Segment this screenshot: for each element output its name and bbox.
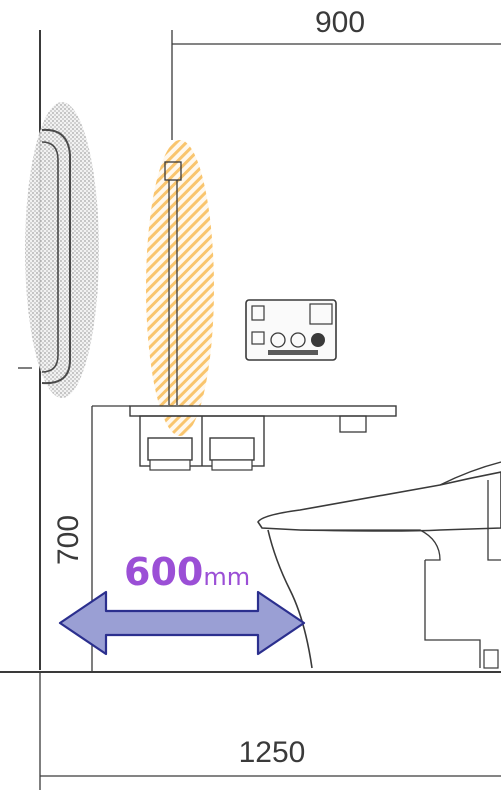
clearance-callout: 600mm (58, 550, 306, 656)
counter-fixture (339, 415, 367, 433)
toilet-bowl-body (300, 529, 441, 561)
bottom-dimension: 1250 (40, 736, 501, 777)
bottom-dimension-label: 1250 (239, 736, 306, 769)
toilet-icon (257, 461, 501, 669)
remote-control-icon (245, 299, 337, 361)
callout-label: 600mm (124, 550, 250, 594)
grab-bar-highlight (25, 102, 99, 398)
grab-bar-outline (41, 128, 71, 385)
top-dimension: 900 (171, 6, 501, 140)
callout-value: 600 (124, 550, 203, 594)
remote-button-1 (270, 332, 286, 348)
grab-bar-inner (41, 141, 59, 373)
rail-top-cap (164, 161, 182, 181)
top-dimension-label: 900 (315, 6, 365, 39)
counter-shelf (92, 405, 397, 433)
toilet-pipe (483, 649, 499, 669)
remote-button-2 (290, 332, 306, 348)
toilet-base (424, 560, 481, 668)
toilet-tank-edge (487, 480, 501, 561)
remote-display (309, 303, 333, 325)
remote-button-3 (311, 333, 325, 347)
callout-unit: mm (203, 563, 250, 591)
grab-bar-icon (25, 102, 99, 398)
remote-button-power (251, 305, 265, 321)
vertical-rail-icon (146, 140, 214, 436)
paper-roll-right (209, 437, 255, 461)
remote-bottom-strip (268, 350, 318, 355)
paper-sheet-right (211, 459, 253, 471)
toilet-lid (257, 471, 501, 532)
paper-roll-left (147, 437, 193, 461)
remote-button-stop (251, 331, 265, 345)
toilet-seat-back (439, 461, 501, 486)
paper-holder-icon (139, 415, 265, 471)
paper-sheet-left (149, 459, 191, 471)
vertical-rail-highlight (146, 140, 214, 436)
height-dimension-label: 700 (52, 515, 85, 565)
toilet-bowl-front (267, 529, 313, 669)
counter-top (129, 405, 397, 417)
double-arrow-icon (58, 590, 306, 656)
